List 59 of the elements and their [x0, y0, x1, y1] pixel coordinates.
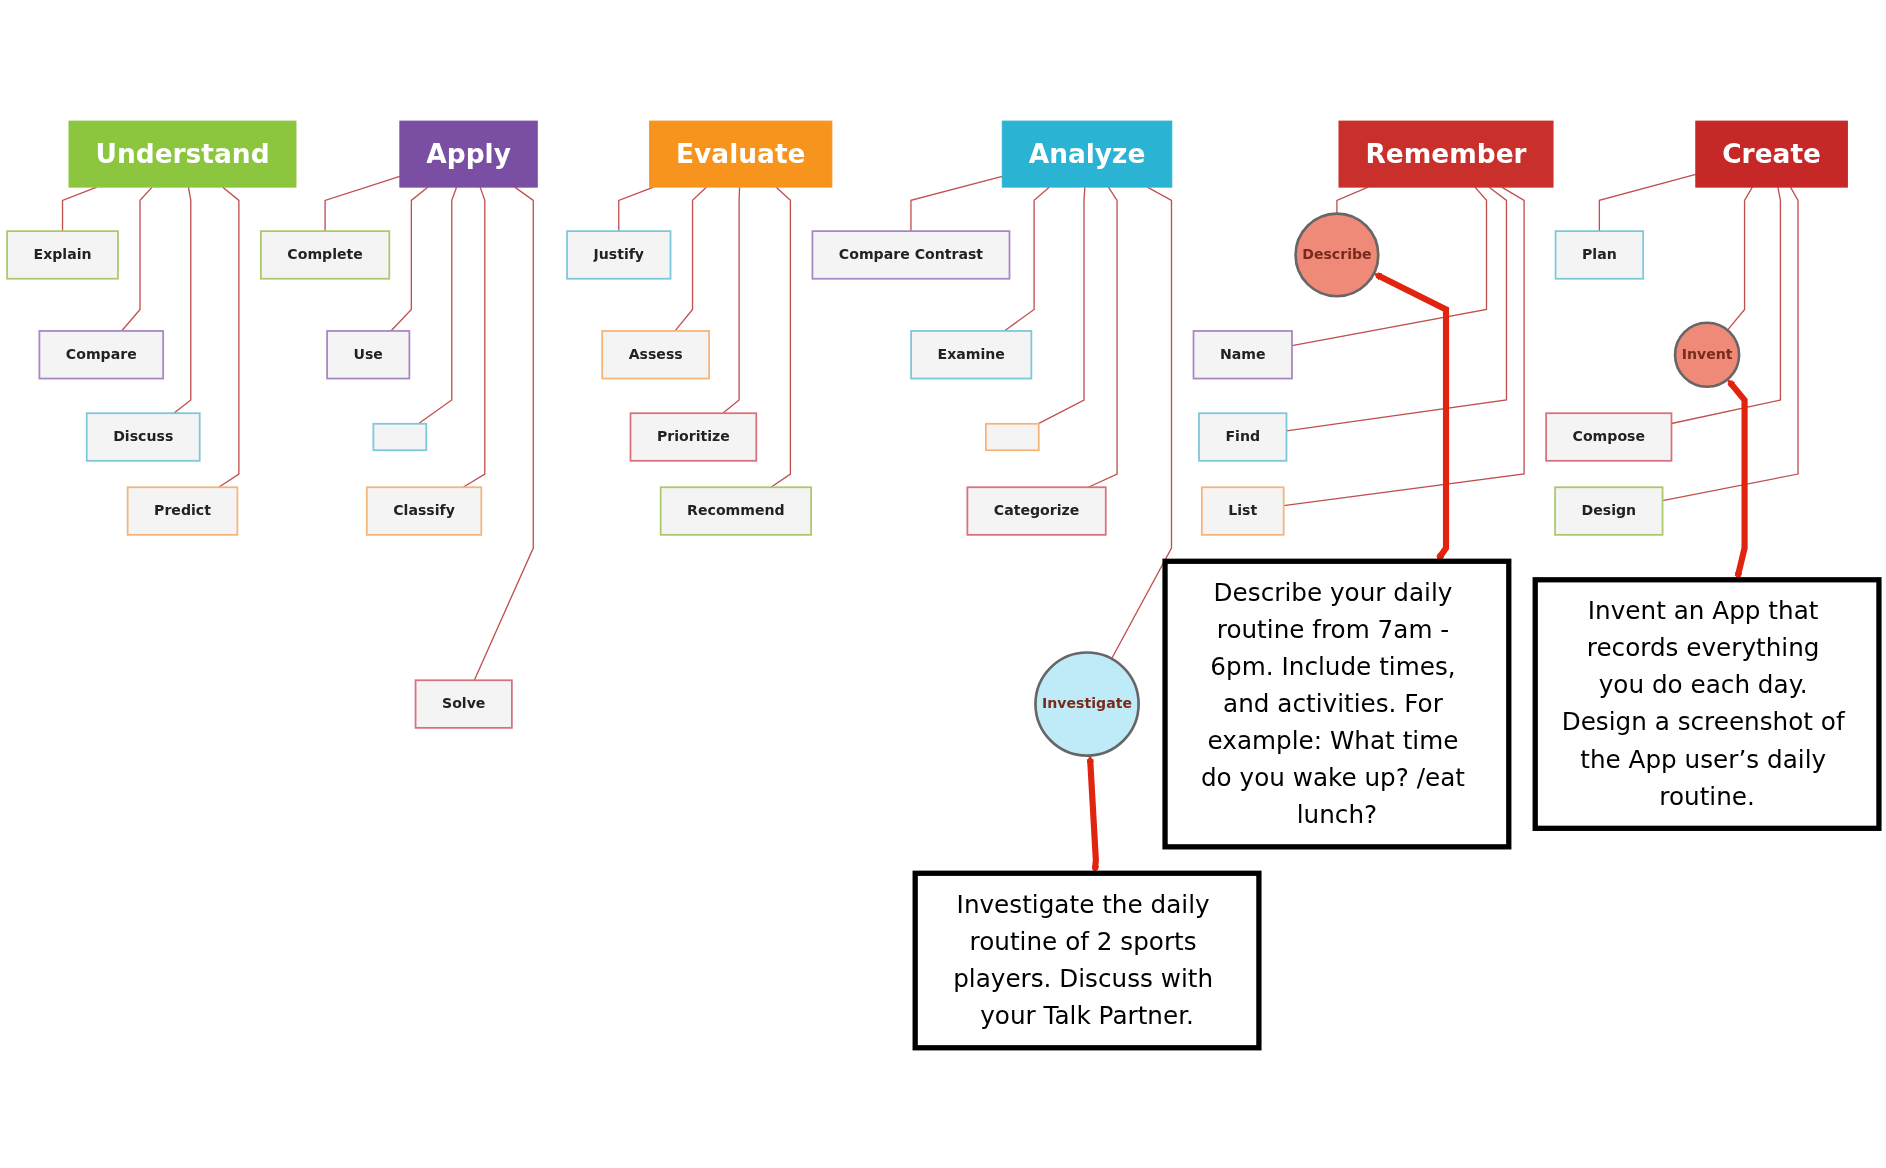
node-box: Remember [1338, 120, 1554, 188]
connector [770, 186, 792, 488]
connector [1003, 186, 1050, 332]
node-box [985, 422, 1040, 451]
node-box: Compose [1545, 411, 1673, 462]
connector [1110, 186, 1173, 659]
node-box: Understand [68, 120, 297, 188]
node-circle: Investigate [1034, 650, 1140, 757]
node-box: Use [326, 329, 411, 379]
connector [417, 186, 458, 425]
node-box: Name [1192, 329, 1293, 379]
connector [1336, 186, 1369, 214]
node-box [372, 422, 428, 451]
node-circle: Invent [1673, 321, 1741, 388]
node-box: Prioritize [629, 411, 758, 462]
node-box: Analyze [1001, 120, 1173, 188]
node-box: Explain [6, 229, 119, 280]
node-box: List [1200, 485, 1285, 536]
node-box: Invent an App that records everything you do each day. Design a screenshot of the App user’s daily routine. [1532, 576, 1882, 831]
connector [1291, 186, 1488, 346]
connector [1037, 186, 1086, 425]
node-circle: Describe [1294, 211, 1380, 298]
connector [473, 186, 534, 681]
node-box: Justify [566, 229, 672, 280]
connector [910, 175, 1003, 232]
connector [1283, 186, 1525, 506]
node-box: Evaluate [649, 120, 833, 188]
node-box: Create [1695, 120, 1848, 188]
arrow [1373, 271, 1450, 561]
connector [462, 186, 486, 488]
node-box: Apply [399, 120, 538, 188]
node-box: Find [1198, 411, 1288, 462]
node-box: Recommend [659, 485, 812, 536]
node-box: Categorize [966, 485, 1107, 536]
node-box: Compare Contrast [811, 229, 1011, 280]
node-box: Assess [601, 329, 710, 379]
node-box: Compare [38, 329, 165, 379]
connector [674, 186, 707, 332]
node-box: Discuss [85, 411, 201, 462]
node-box: Predict [126, 485, 239, 536]
arrow [1086, 754, 1100, 873]
node-box: Examine [910, 329, 1033, 379]
node-box: Complete [260, 229, 391, 280]
connector [1670, 186, 1782, 424]
node-box: Describe your daily routine from 7am - 6pm. Include times, and activities. For example: What time do you wake up? /eat lunch? [1162, 558, 1512, 850]
connector [324, 175, 401, 232]
node-box: Design [1554, 485, 1664, 536]
connector [1598, 173, 1697, 232]
node-box: Classify [365, 485, 483, 536]
connector [121, 186, 153, 332]
connector [173, 186, 192, 414]
connector [390, 186, 429, 332]
arrow [1727, 378, 1748, 580]
connector [722, 186, 741, 414]
connector [1726, 186, 1753, 331]
connector [218, 186, 240, 488]
node-box: Plan [1554, 229, 1645, 280]
node-box: Investigate the daily routine of 2 sports players. Discuss with your Talk Partner. [912, 870, 1262, 1050]
node-box: Solve [414, 678, 513, 729]
